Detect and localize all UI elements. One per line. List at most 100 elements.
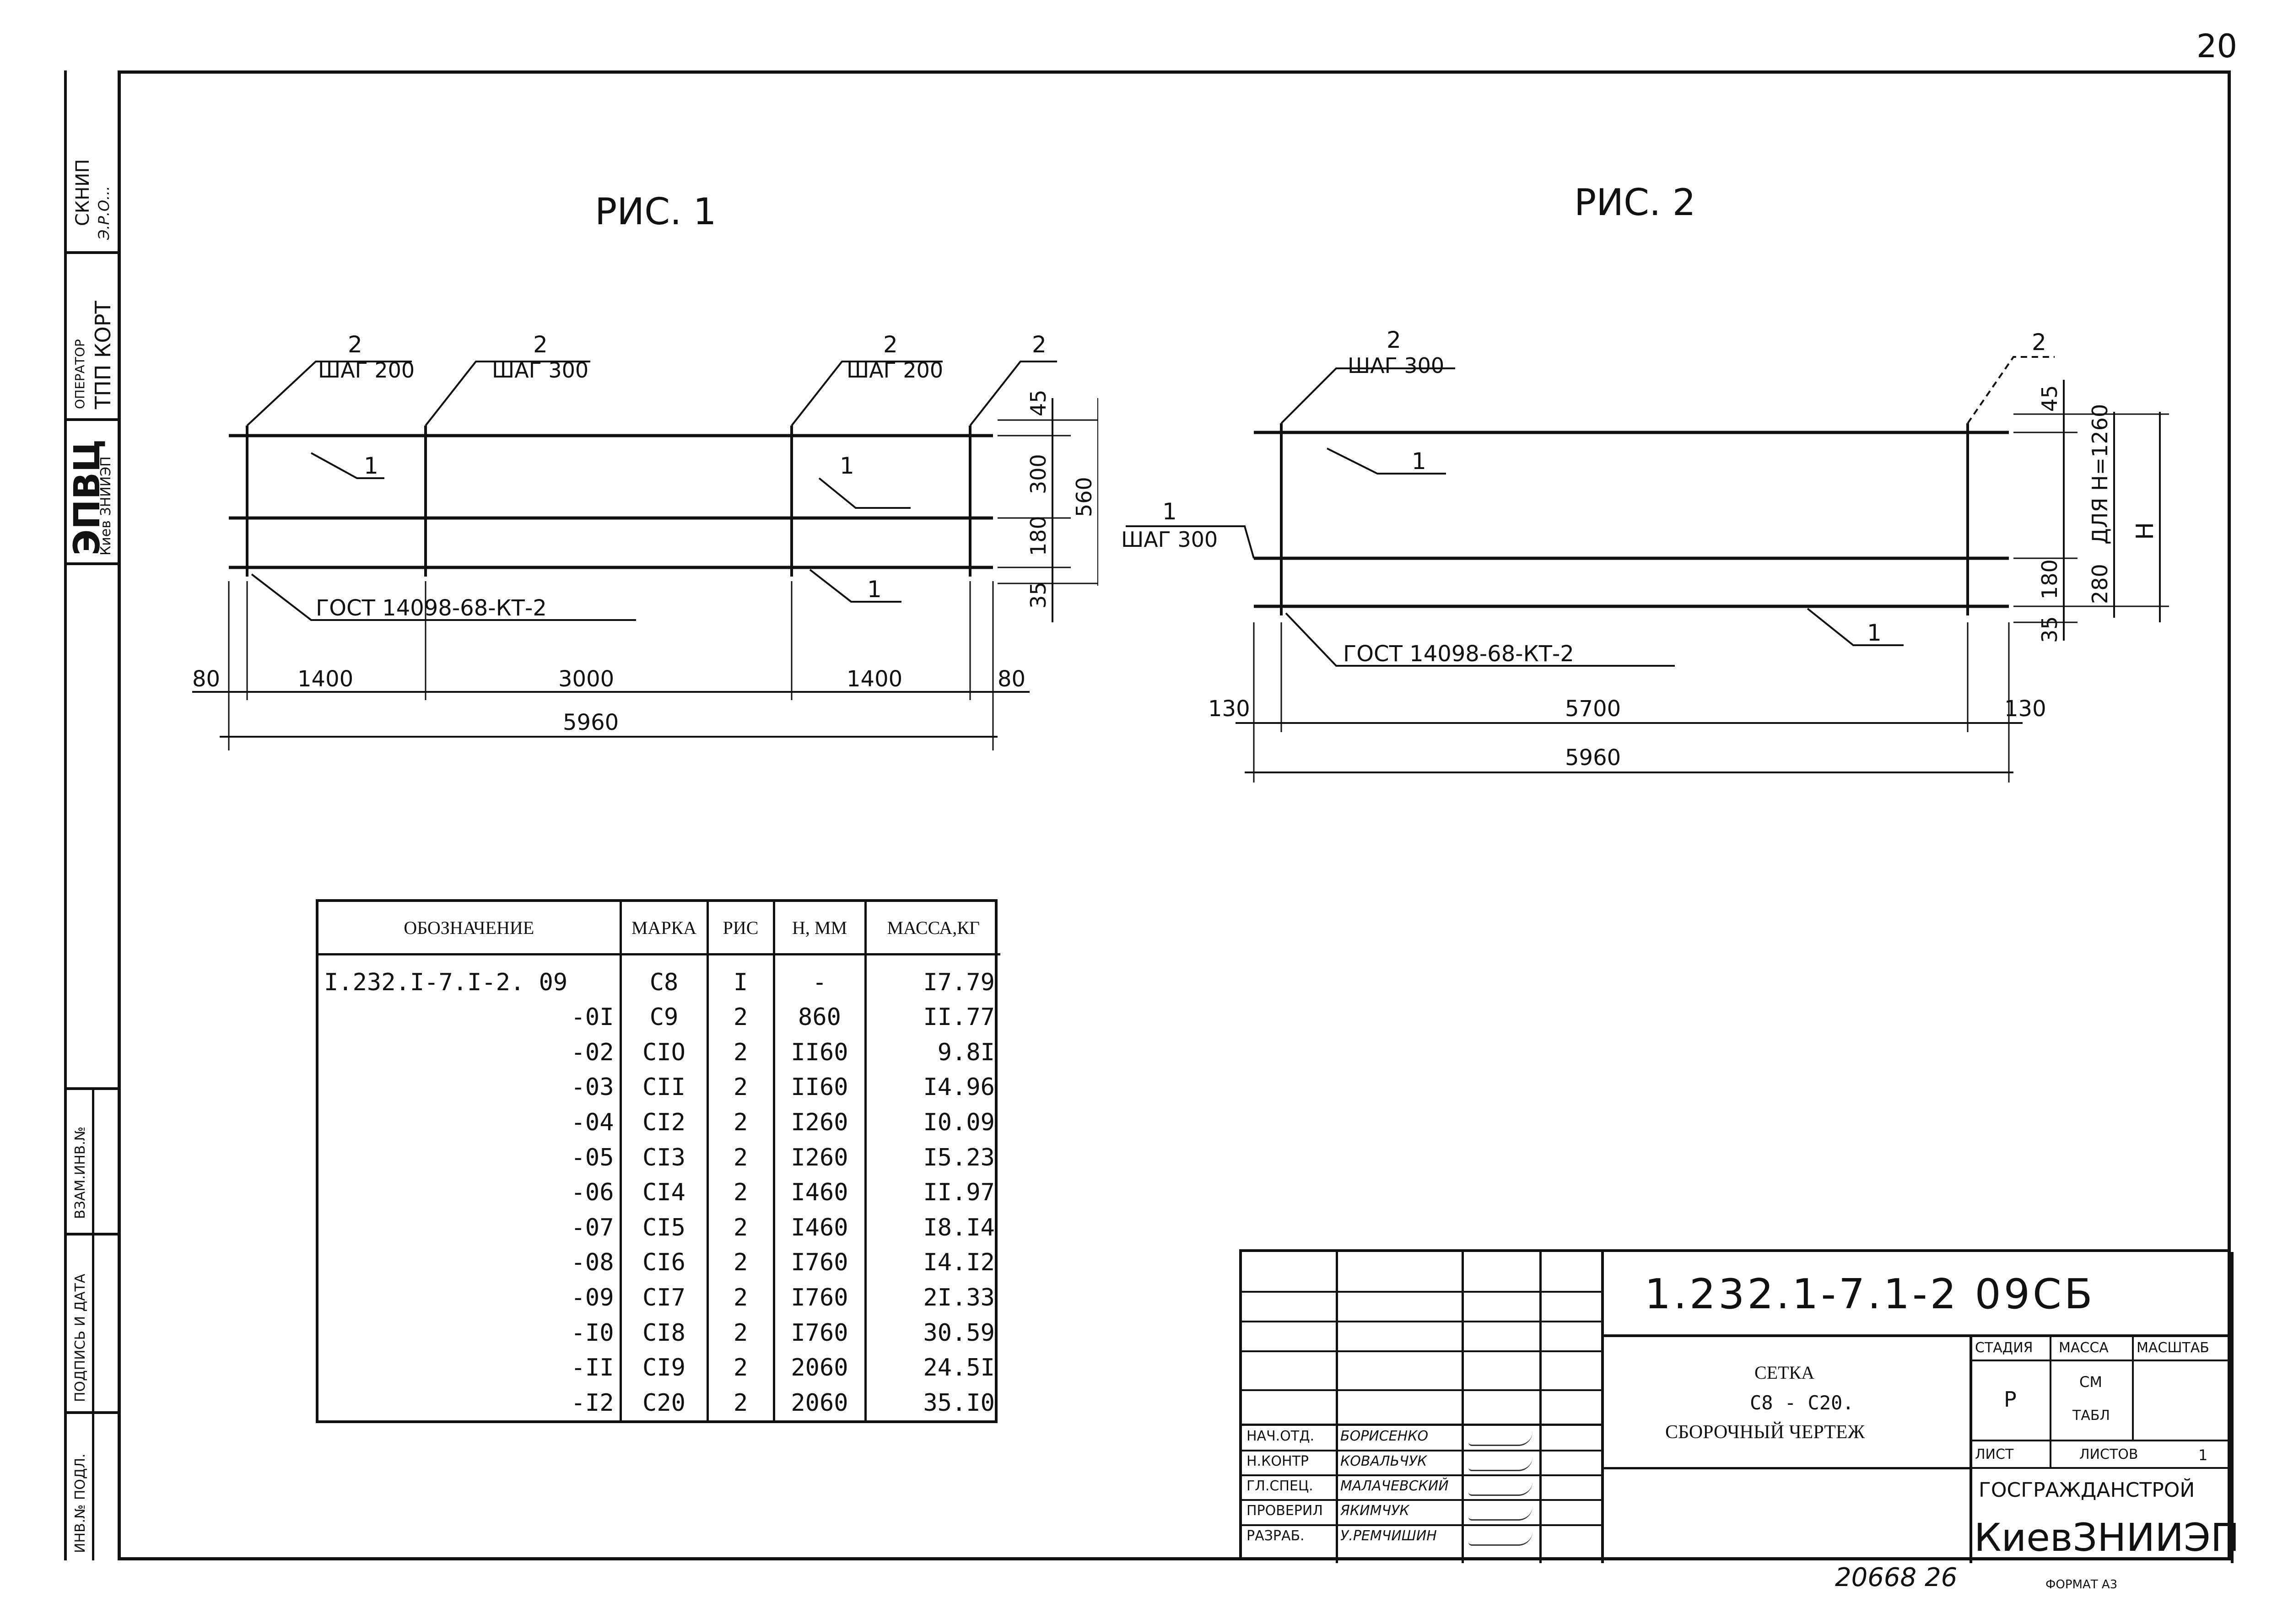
designation-cell: -04 xyxy=(318,1105,622,1140)
mass-cell: I8.I4 xyxy=(923,1214,995,1241)
margin-inv-podl: ИНВ.№ ПОДЛ. xyxy=(72,1453,88,1553)
height-cell: I460 xyxy=(774,1175,867,1210)
mark-cell: С8 xyxy=(621,954,709,1000)
figure-cell: 2 xyxy=(707,1000,775,1035)
format-label: ФОРМАТ А3 xyxy=(2045,1578,2118,1592)
fig1-pos2-c: 2 xyxy=(883,331,898,358)
mass-cell: I4.I2 xyxy=(923,1249,995,1277)
figure-cell: 2 xyxy=(707,1175,775,1210)
fig2-pos1-b: 1 xyxy=(1867,620,1882,646)
mass-cell: 2I.33 xyxy=(923,1284,995,1311)
figure-cell: 2 xyxy=(707,1210,775,1246)
fig2-dim-5960: 5960 xyxy=(1565,745,1621,771)
signature-mark xyxy=(1468,1457,1533,1471)
fig1-pos1-a: 1 xyxy=(364,453,378,479)
height-cell: - xyxy=(774,954,867,1000)
figure-cell: I xyxy=(707,954,775,1000)
fig2-dim-130-left: 130 xyxy=(1208,696,1250,722)
fig1-pos2-a: 2 xyxy=(348,331,362,358)
fig2-dim-5700: 5700 xyxy=(1565,696,1621,722)
mass-cell: 9.8I xyxy=(937,1038,995,1066)
doc-code: 1.232.1-7.1-2 09СБ xyxy=(1645,1270,2095,1318)
role-label: ГЛ.СПЕЦ. xyxy=(1247,1478,1313,1494)
mark-cell: СI9 xyxy=(621,1350,709,1386)
listov-label: ЛИСТОВ xyxy=(2079,1446,2138,1462)
figure-cell: 2 xyxy=(707,1105,775,1140)
figure-cell: 2 xyxy=(707,1385,775,1420)
height-cell: II60 xyxy=(774,1035,867,1070)
fig2-dim-130-right: 130 xyxy=(2004,696,2046,722)
mass-cell: I0.09 xyxy=(923,1109,995,1137)
designation-cell: -08 xyxy=(318,1245,622,1280)
fig2-dim-180: 180 xyxy=(2037,559,2062,599)
fig1-step-b: ШАГ 300 xyxy=(492,358,588,383)
col-header: МАССА,КГ xyxy=(865,902,1000,955)
massa-value-2: ТАБЛ xyxy=(2072,1408,2110,1424)
designation-cell: -02 xyxy=(318,1035,622,1070)
fig1-dim-180: 180 xyxy=(1026,516,1051,556)
page-number: 20 xyxy=(2196,27,2238,65)
fig2-pos2-a: 2 xyxy=(1387,327,1401,353)
mark-cell: СI7 xyxy=(621,1280,709,1316)
mark-cell: СIO xyxy=(621,1035,709,1070)
role-label: НАЧ.ОТД. xyxy=(1247,1428,1315,1444)
mass-cell: 30.59 xyxy=(923,1319,995,1347)
fig1-title: РИС. 1 xyxy=(595,190,717,233)
mass-cell: 24.5I xyxy=(923,1354,995,1382)
title-block: 1.232.1-7.1-2 09СБ СЕТКА С8 - С20. СБОРО… xyxy=(1239,1249,2239,1563)
fig1-dim-1400-left: 1400 xyxy=(297,666,353,692)
fig2-step-left: ШАГ 300 xyxy=(1121,527,1218,552)
fig2-step-a: ШАГ 300 xyxy=(1348,353,1444,378)
fig1-dim-5960: 5960 xyxy=(563,710,619,735)
designation-cell: -03 xyxy=(318,1070,622,1105)
role-name: ЯКИМЧУК xyxy=(1340,1503,1409,1519)
stadiya-label: СТАДИЯ xyxy=(1975,1340,2033,1356)
margin-vzam-inv: ВЗАМ.ИНВ.№ xyxy=(72,1126,88,1219)
fig2-dim-h: Н xyxy=(2132,522,2159,540)
figure-cell: 2 xyxy=(707,1245,775,1280)
margin-podpis-data: ПОДПИСЬ И ДАТА xyxy=(72,1273,88,1402)
designation-cell: -I0 xyxy=(318,1315,622,1350)
role-label: РАЗРАБ. xyxy=(1247,1528,1305,1544)
name-line-1: СЕТКА xyxy=(1754,1362,1815,1383)
name-line-3: СБОРОЧНЫЙ ЧЕРТЕЖ xyxy=(1665,1422,1865,1443)
height-cell: 2060 xyxy=(774,1385,867,1420)
figure-cell: 2 xyxy=(707,1350,775,1386)
designation-cell: -I2 xyxy=(318,1385,622,1420)
height-cell: I760 xyxy=(774,1315,867,1350)
signature-mark xyxy=(1468,1482,1533,1496)
figure-cell: 2 xyxy=(707,1140,775,1175)
fig1-step-a: ШАГ 200 xyxy=(318,358,415,383)
fig1-dim-35: 35 xyxy=(1026,582,1051,609)
fig2-gost: ГОСТ 14098-68-КТ-2 xyxy=(1343,641,1574,667)
fig2-dim-45: 45 xyxy=(2037,385,2062,412)
role-label: Н.КОНТР xyxy=(1247,1453,1309,1469)
listov-value: 1 xyxy=(2198,1446,2208,1464)
signature-mark xyxy=(1468,1506,1533,1521)
mark-cell: СII xyxy=(621,1070,709,1105)
designation-cell: -II xyxy=(318,1350,622,1386)
mass-cell: II.77 xyxy=(923,1004,995,1031)
specification-table: ОБОЗНАЧЕНИЕ МАРКА РИС Н, ММ МАССА,КГ I.2… xyxy=(316,899,1000,1423)
fig1-gost: ГОСТ 14098-68-КТ-2 xyxy=(316,595,547,621)
fig1-dim-1400-right: 1400 xyxy=(847,666,902,692)
mass-cell: I5.23 xyxy=(923,1144,995,1171)
fig1-pos2-d: 2 xyxy=(1032,331,1047,358)
stadiya-value: Р xyxy=(2004,1387,2017,1412)
signature-mark xyxy=(1468,1432,1533,1446)
mark-cell: С20 xyxy=(621,1385,709,1420)
inventory-number: 20668 26 xyxy=(1835,1563,1958,1592)
mark-cell: СI8 xyxy=(621,1315,709,1350)
role-name: МАЛАЧЕВСКИЙ xyxy=(1340,1478,1449,1494)
figure-1: РИС. 1 2 ШАГ 200 2 ШАГ 300 2 ШАГ 200 2 1… xyxy=(192,190,1098,750)
